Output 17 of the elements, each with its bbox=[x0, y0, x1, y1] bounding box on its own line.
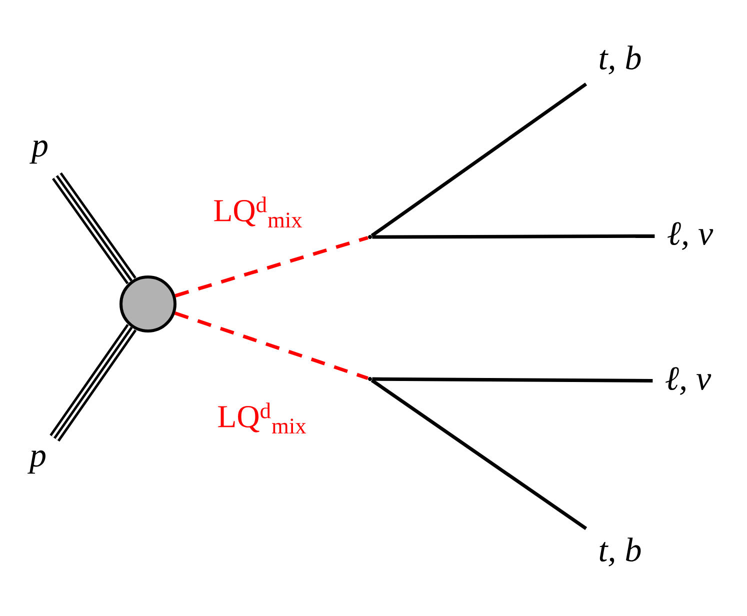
triple-line bbox=[50, 324, 137, 442]
particle-label: t, b bbox=[600, 46, 641, 74]
dashed-propagator bbox=[174, 311, 368, 380]
triple-line bbox=[52, 172, 136, 284]
particle-label: p bbox=[28, 450, 46, 474]
edge-label: LQ$^{d}$mix bbox=[218, 402, 306, 434]
particle-line bbox=[372, 377, 653, 383]
interaction-blob bbox=[120, 276, 176, 332]
edge-label: LQ$^{d}$mix bbox=[214, 196, 302, 228]
particle-label: t, b bbox=[600, 538, 641, 566]
particle-line bbox=[370, 82, 588, 238]
dashed-propagator bbox=[174, 236, 368, 298]
particle-line bbox=[370, 378, 588, 530]
particle-label: ℓ, ν bbox=[666, 367, 712, 395]
particle-line bbox=[372, 234, 655, 239]
particle-label: p bbox=[30, 140, 48, 164]
particle-label: ℓ, ν bbox=[668, 222, 714, 250]
